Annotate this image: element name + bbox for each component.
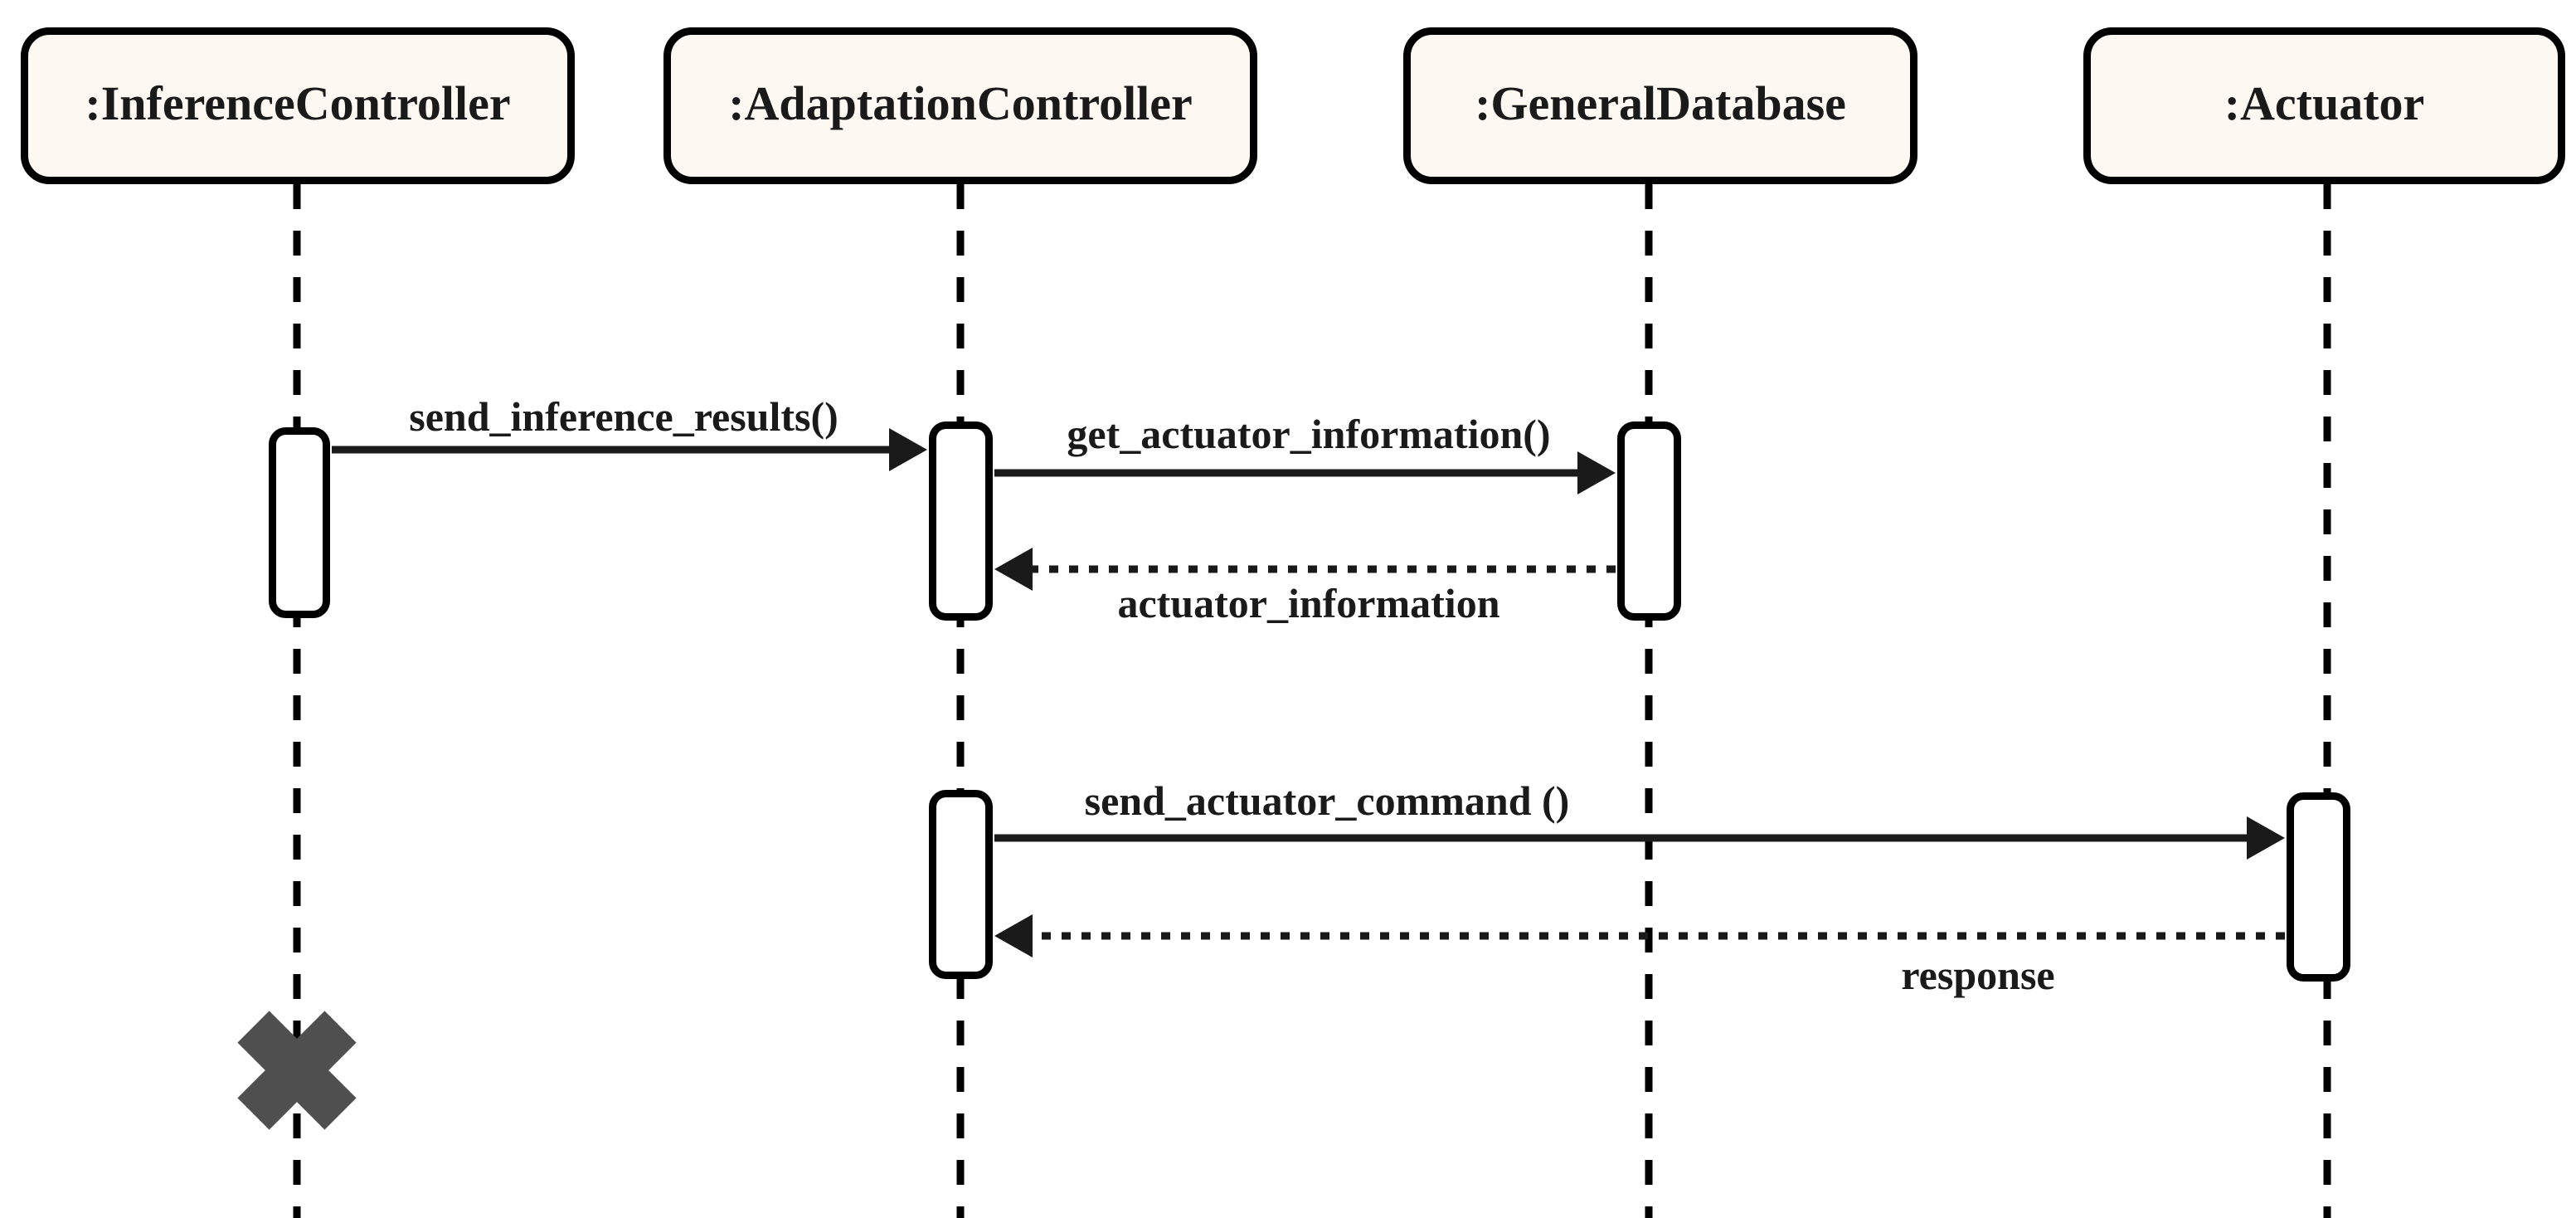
message-arrowhead-msg-actuator-information — [994, 548, 1033, 591]
message-label-msg-response: response — [1901, 952, 2054, 998]
messages-layer — [332, 428, 2285, 957]
activation-bar-act-adaptation-1[interactable] — [929, 421, 993, 621]
participant-box-shape-adaptation-controller — [663, 27, 1257, 184]
destruction-markers-layer — [237, 1011, 357, 1130]
destruction-x-stroke-2 — [237, 1011, 357, 1130]
message-arrowhead-msg-send-inference-results — [889, 428, 927, 471]
message-arrowhead-msg-send-actuator-command — [2247, 816, 2285, 860]
destruction-marker-inference-controller — [237, 1011, 357, 1130]
message-msg-response — [994, 914, 2285, 957]
participant-box-shape-actuator — [2083, 27, 2565, 184]
message-arrowhead-msg-response — [994, 914, 1033, 957]
participant-box-actuator[interactable]: :Actuator — [2083, 27, 2565, 184]
message-label-msg-send-actuator-command: send_actuator_command () — [1085, 777, 1570, 824]
participant-boxes-layer: :InferenceController :AdaptationControlle… — [21, 27, 2565, 184]
message-msg-get-actuator-information — [994, 451, 1616, 495]
message-msg-actuator-information — [994, 548, 1616, 591]
lifelines-layer — [293, 184, 2331, 1218]
activation-bar-act-database-1[interactable] — [1617, 421, 1681, 621]
activation-bar-act-actuator-1[interactable] — [2287, 792, 2350, 982]
message-labels-layer: send_inference_results() get_actuator_inf… — [409, 393, 2054, 998]
activation-bars-layer — [269, 421, 2350, 982]
message-label-msg-send-inference-results: send_inference_results() — [409, 393, 838, 440]
message-label-msg-actuator-information: actuator_information — [1117, 580, 1499, 626]
participant-label-actuator: :Actuator — [2224, 76, 2425, 130]
message-msg-send-inference-results — [332, 428, 927, 471]
activation-bar-act-inference-1[interactable] — [269, 427, 330, 618]
participant-box-shape-general-database — [1403, 27, 1917, 184]
participant-box-shape-inference-controller — [21, 27, 575, 184]
participant-box-adaptation-controller[interactable]: :AdaptationController — [663, 27, 1257, 184]
participant-label-adaptation-controller: :AdaptationController — [728, 76, 1193, 130]
participant-box-general-database[interactable]: :GeneralDatabase — [1403, 27, 1917, 184]
message-label-msg-get-actuator-information: get_actuator_information() — [1067, 411, 1550, 457]
message-msg-send-actuator-command — [994, 816, 2285, 860]
participant-label-general-database: :GeneralDatabase — [1475, 76, 1846, 130]
participant-label-inference-controller: :InferenceController — [85, 76, 510, 130]
participant-box-inference-controller[interactable]: :InferenceController — [21, 27, 575, 184]
message-arrowhead-msg-get-actuator-information — [1577, 451, 1616, 495]
activation-bar-act-adaptation-2[interactable] — [929, 790, 993, 979]
